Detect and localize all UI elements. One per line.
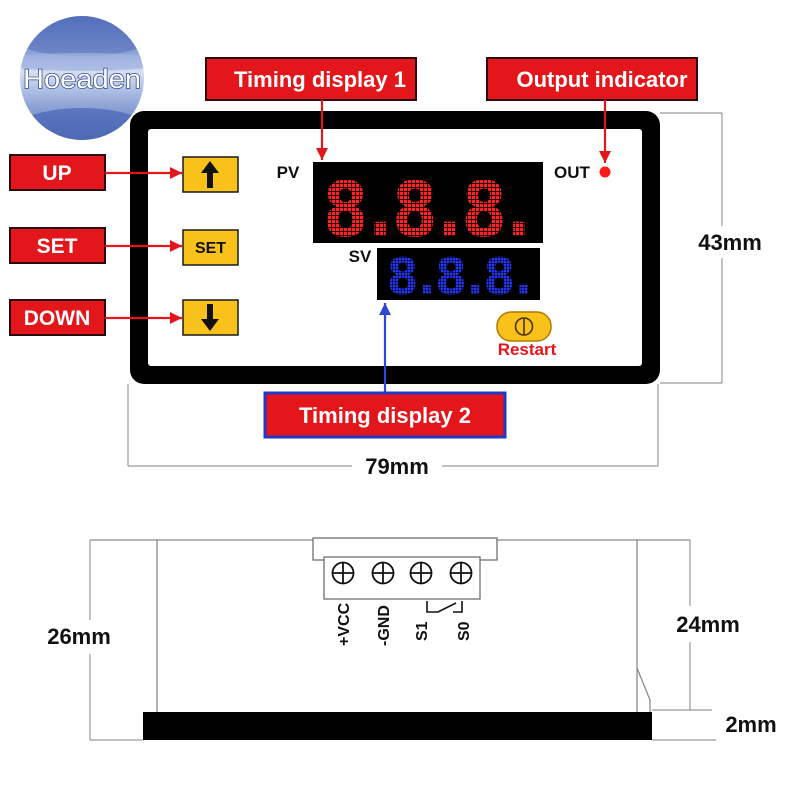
up-button <box>182 156 239 193</box>
callout-timing-display-2: Timing display 2 <box>263 391 507 439</box>
side-clip-edge <box>636 667 651 712</box>
screw-terminal-icon <box>409 561 433 585</box>
dimension-side-total-height: 26mm <box>47 540 143 741</box>
dimension-side-body-height-label: 24mm <box>676 612 740 637</box>
callout-timing-display-1-label: Timing display 1 <box>234 67 406 92</box>
callout-up: UP <box>9 154 106 191</box>
restart-button <box>496 311 552 342</box>
callout-down: DOWN <box>9 299 106 336</box>
callout-set: SET <box>9 227 106 264</box>
front-panel: SET PV 8.8.8. SV 8.8.8. OUT Restart <box>130 111 660 384</box>
terminal-block <box>312 537 498 613</box>
side-base-bar <box>143 712 652 740</box>
set-button: SET <box>182 229 239 266</box>
sv-display: 8.8.8. <box>377 248 540 306</box>
switch-symbol-icon <box>426 601 463 613</box>
dimension-front-width-label: 79mm <box>365 454 429 479</box>
callout-timing-display-2-label: Timing display 2 <box>299 403 471 428</box>
dimension-side-body-height: 24mm <box>652 540 740 711</box>
sv-label: SV <box>349 247 372 266</box>
terminal-label-s0: S0 <box>456 621 473 641</box>
pv-label: PV <box>277 163 300 182</box>
restart-label: Restart <box>498 340 557 359</box>
led-indicator-icon <box>599 166 611 178</box>
dimension-front-height-label: 43mm <box>698 230 762 255</box>
terminal-label-vcc: +VCC <box>336 602 353 646</box>
dimension-side-base-height-label: 2mm <box>725 712 776 737</box>
callout-set-label: SET <box>37 235 78 258</box>
callout-output-indicator: Output indicator <box>486 57 698 101</box>
terminal-label-s1: S1 <box>414 621 431 641</box>
pv-display: 8.8.8. <box>313 162 543 254</box>
down-arrow-icon <box>201 304 219 331</box>
screw-terminal-icon <box>371 561 395 585</box>
side-body-edges <box>156 540 638 712</box>
callout-down-label: DOWN <box>24 307 91 330</box>
set-button-label: SET <box>195 240 226 257</box>
callout-timing-display-1: Timing display 1 <box>205 57 417 101</box>
dimension-side-base-height: 2mm <box>652 712 777 741</box>
terminal-label-gnd: -GND <box>376 605 393 646</box>
side-view: +VCC -GND S1 S0 <box>90 537 690 740</box>
restart-icon <box>514 317 534 336</box>
up-arrow-icon <box>201 161 219 188</box>
down-button <box>182 299 239 336</box>
dimension-side-total-height-label: 26mm <box>47 624 111 649</box>
sv-display-digits: 8.8.8. <box>387 248 532 306</box>
dimension-front-width: 79mm <box>127 384 659 479</box>
screw-terminal-icon <box>331 561 355 585</box>
pv-display-digits: 8.8.8. <box>323 165 531 254</box>
screw-terminal-icon <box>449 561 473 585</box>
out-label: OUT <box>554 163 591 182</box>
callout-up-label: UP <box>42 162 71 185</box>
dimension-front-height: 43mm <box>660 112 762 384</box>
logo-text: Hoeaden <box>23 64 141 94</box>
callout-output-indicator-label: Output indicator <box>516 67 688 92</box>
